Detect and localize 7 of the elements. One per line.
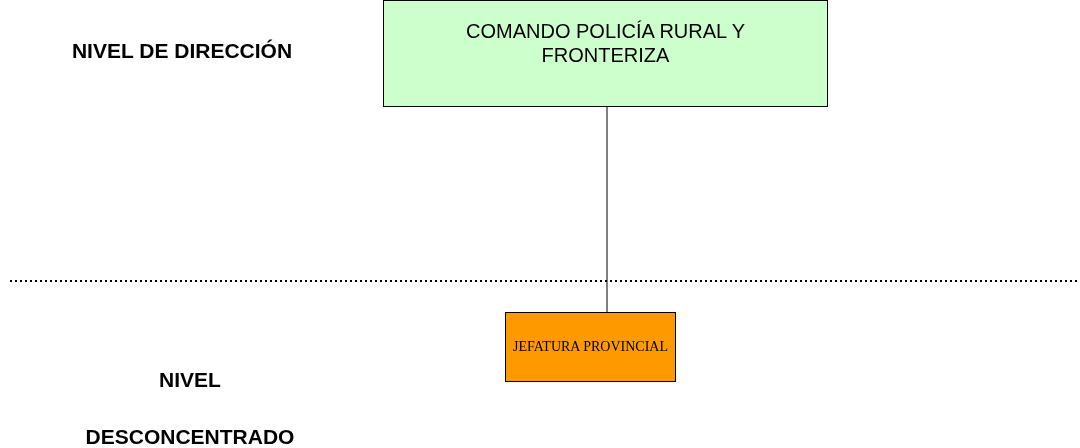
level-label: NIVEL DESCONCENTRADO <box>84 367 296 448</box>
box-text: COMANDO POLICÍA RURAL Y FRONTERIZA <box>465 19 746 67</box>
command-box <box>383 0 828 107</box>
connector-line <box>606 106 608 313</box>
level-label: NIVEL DE DIRECCIÓN <box>70 38 294 64</box>
unit-box <box>505 312 676 382</box>
box-text: JEFATURA PROVINCIAL <box>513 338 668 356</box>
